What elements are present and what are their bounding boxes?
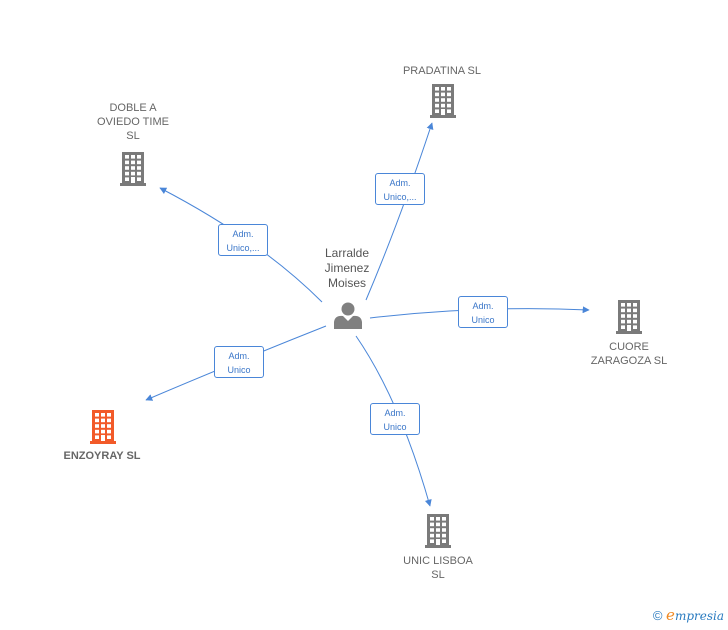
company-label-unic[interactable]: UNIC LISBOA SL [403, 555, 473, 581]
edge-pradatina [365, 122, 434, 301]
company-label-doble[interactable]: DOBLE A OVIEDO TIME SL [97, 102, 169, 142]
building-icon-cuore[interactable] [616, 300, 642, 334]
company-label-enzoyray[interactable]: ENZOYRAY SL [63, 450, 141, 462]
building-icon-enzoyray[interactable] [90, 410, 116, 444]
company-label-pradatina[interactable]: PRADATINA SL [402, 65, 482, 77]
edge-label-enzoyray[interactable]: Adm. Unico [214, 346, 264, 378]
brand-logo-e: e [666, 606, 675, 624]
copyright-symbol: © [652, 608, 663, 623]
edge-label-pradatina[interactable]: Adm. Unico,... [375, 173, 425, 205]
brand-name: mpresia [674, 609, 724, 623]
building-icon-pradatina[interactable] [430, 84, 456, 118]
edge-label-doble[interactable]: Adm. Unico,... [218, 224, 268, 256]
building-icon-doble[interactable] [120, 152, 146, 186]
edge-label-cuore[interactable]: Adm. Unico [458, 296, 508, 328]
person-icon[interactable] [334, 302, 362, 330]
person-name-label[interactable]: Larralde Jimenez Moises [324, 246, 370, 290]
building-icon-unic[interactable] [425, 514, 451, 548]
footer-brand[interactable]: © empresia [653, 606, 724, 624]
company-label-cuore[interactable]: CUORE ZARAGOZA SL [590, 341, 668, 367]
edge-label-unic[interactable]: Adm. Unico [370, 403, 420, 435]
